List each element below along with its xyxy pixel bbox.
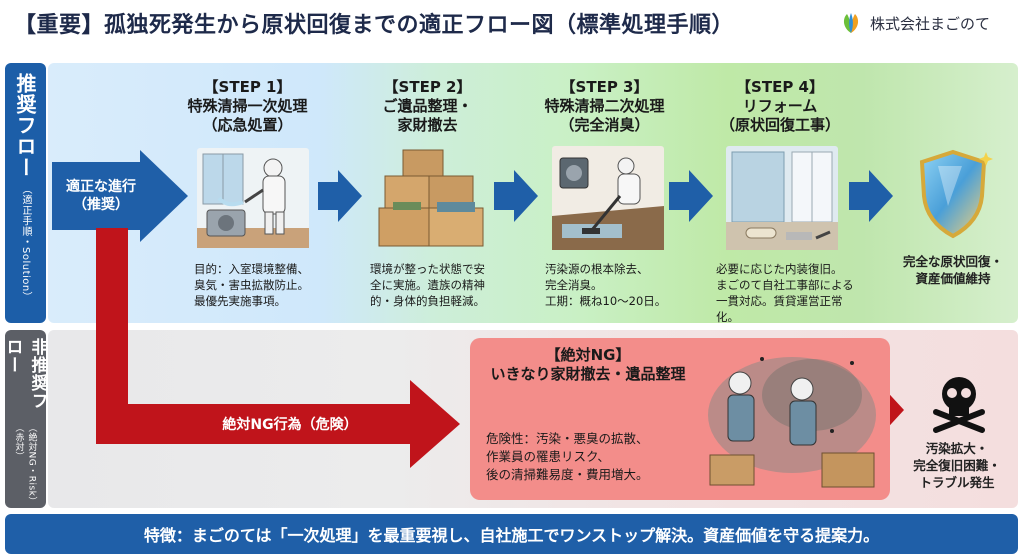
step-4-description: 必要に応じた内装復旧。 まごのて自社工事部による 一貫対応。賃貸運営正常化。 (716, 261, 856, 325)
step-3-title-line-2: （完全消臭） (559, 116, 650, 134)
skull-crossbones-icon (933, 377, 985, 433)
side-label-recommended-sub: （適正手順・Solution） (20, 184, 31, 303)
step-4-number: 【STEP 4】 (736, 78, 824, 96)
step-2-title: 【STEP 2】 ご遺品整理・ 家財撤去 (360, 78, 495, 135)
step-arrow-3 (669, 170, 713, 222)
ng-card-title: 【絶対NG】 いきなり家財撤去・遺品整理 (478, 346, 698, 384)
step-1-cleaning-illustration (197, 148, 309, 248)
ng-red-arrow (96, 228, 460, 468)
ng-desc-line: 作業員の罹患リスク、 (486, 449, 610, 464)
step-2-number: 【STEP 2】 (383, 78, 472, 96)
step-1-title-line-1: 特殊清掃一次処理 (187, 97, 308, 115)
step-3-desc-line: 汚染源の根本除去、 (545, 262, 649, 276)
step-2-boxes-illustration (378, 149, 484, 247)
bad-result-text: 汚染拡大・ 完全復旧困難・ トラブル発生 (898, 440, 1016, 491)
ng-hazard-illustration (708, 357, 876, 488)
side-label-recommended: 推奨フロー （適正手順・Solution） (5, 63, 46, 323)
step-3-title: 【STEP 3】 特殊清掃二次処理 （完全消臭） (532, 78, 677, 135)
step-3-desc-line: 工期：概ね10〜20日。 (545, 294, 667, 308)
step-1-title-line-2: （応急処置） (202, 116, 293, 134)
ng-card-title-line-1: 【絶対NG】 (545, 346, 631, 364)
step-2-description: 環境が整った状態で安 全に実施。遺族の精神 的・身体的負担軽減。 (370, 261, 500, 309)
start-label-line-2: （推奨） (73, 197, 129, 213)
company-name: 株式会社まごのて (870, 14, 991, 33)
ng-arrow-label: 絶対NG行為（危険） (222, 417, 358, 433)
company-logo: 株式会社まごのて (838, 6, 1018, 40)
step-3-number: 【STEP 3】 (560, 78, 649, 96)
step-1-desc-line: 最優先実施事項。 (194, 294, 286, 308)
step-4-desc-line: 一貫対応。賃貸運営正常化。 (716, 294, 843, 324)
step-1-number: 【STEP 1】 (203, 78, 292, 96)
step-1-desc-line: 目的：入室環境整備、 (194, 262, 309, 276)
side-label-ng-main: 非推奨フロー (2, 338, 48, 410)
page-title: 【重要】孤独死発生から原状回復までの適正フロー図（標準処理手順） (14, 13, 735, 38)
step-4-renovation-illustration (726, 146, 838, 250)
step-4-desc-line: 必要に応じた内装復旧。 (716, 262, 843, 276)
step-2-title-line-1: ご遺品整理・ (382, 97, 473, 115)
footer-text: 特徴：まごのては「一次処理」を最重要視し、自社施工でワンストップ解決。資産価値を… (143, 526, 880, 545)
step-2-title-line-2: 家財撤去 (397, 116, 458, 134)
step-4-title-line-1: リフォーム (742, 97, 818, 115)
ng-desc-line: 危険性：汚染・悪臭の拡散、 (486, 431, 649, 446)
step-1-desc-line: 臭気・害虫拡散防止。 (194, 278, 309, 292)
good-result-line-1: 完全な原状回復・ (902, 254, 1003, 269)
side-label-ng-sub: （絶対NG・Risk）（赤対） (13, 422, 37, 506)
ng-card-description: 危険性：汚染・悪臭の拡散、 作業員の罹患リスク、 後の清掃難易度・費用増大。 (486, 430, 696, 484)
start-blue-arrow (52, 150, 188, 242)
logo-leaf-icon (843, 13, 859, 33)
step-2-desc-line: 的・身体的負担軽減。 (370, 294, 485, 308)
step-2-desc-line: 環境が整った状態で安 (370, 262, 485, 276)
ng-desc-line: 後の清掃難易度・費用増大。 (486, 467, 649, 482)
step-4-title-line-2: （原状回復工事） (719, 116, 840, 134)
step-arrow-2 (494, 170, 538, 222)
bad-result-line-2: 完全復旧困難・ (913, 458, 1001, 473)
step-3-deodorize-illustration (552, 146, 664, 250)
step-3-description: 汚染源の根本除去、 完全消臭。 工期：概ね10〜20日。 (545, 261, 673, 309)
side-label-recommended-main: 推奨フロー (13, 73, 37, 178)
side-label-not-recommended: 非推奨フロー （絶対NG・Risk）（赤対） (3, 330, 48, 508)
bad-result-line-3: トラブル発生 (919, 475, 995, 490)
bad-result-line-1: 汚染拡大・ (925, 441, 989, 456)
footer-banner: 特徴：まごのては「一次処理」を最重要視し、自社施工でワンストップ解決。資産価値を… (5, 514, 1018, 554)
step-arrow-1 (318, 170, 362, 222)
step-4-desc-line: まごのて自社工事部による (716, 278, 854, 292)
step-4-title: 【STEP 4】 リフォーム （原状回復工事） (710, 78, 850, 135)
step-3-title-line-1: 特殊清掃二次処理 (544, 97, 665, 115)
ng-card-title-line-2: いきなり家財撤去・遺品整理 (490, 365, 686, 383)
good-result-text: 完全な原状回復・ 資産価値維持 (893, 253, 1013, 287)
shield-icon (919, 149, 993, 239)
step-3-desc-line: 完全消臭。 (545, 278, 603, 292)
start-label-line-1: 適正な進行 (66, 179, 136, 195)
step-1-description: 目的：入室環境整備、 臭気・害虫拡散防止。 最優先実施事項。 (194, 261, 319, 309)
good-result-line-2: 資産価値維持 (915, 271, 991, 286)
start-label: 適正な進行 （推奨） (60, 178, 142, 214)
step-1-title: 【STEP 1】 特殊清掃一次処理 （応急処置） (180, 78, 315, 135)
step-2-desc-line: 全に実施。遺族の精神 (370, 278, 485, 292)
step-arrow-4 (849, 170, 893, 222)
